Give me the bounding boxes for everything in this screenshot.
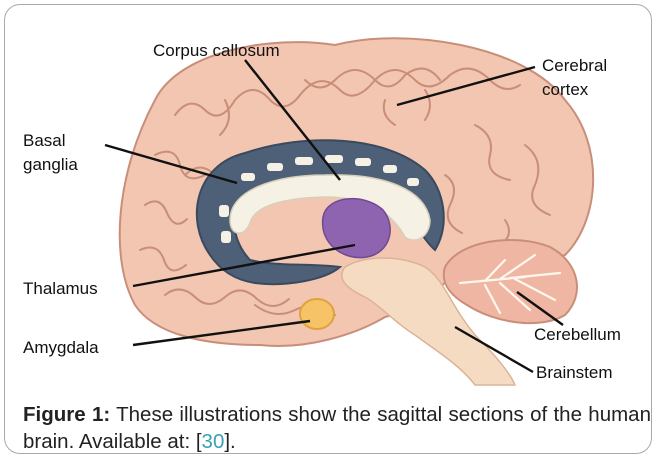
caption-reference-link[interactable]: 30: [202, 430, 225, 453]
amygdala-shape: [300, 299, 334, 329]
label-cerebral-cortex-line1: Cerebral: [542, 56, 607, 75]
label-basal-ganglia-line1: Basal: [23, 131, 66, 150]
figure-frame: Corpus callosum Cerebral cortex Basal ga…: [4, 4, 652, 454]
label-cerebellum: Cerebellum: [534, 325, 621, 344]
label-corpus-callosum: Corpus callosum: [153, 41, 280, 60]
label-cerebral-cortex-line2: cortex: [542, 80, 589, 99]
figure-caption: Figure 1: These illustrations show the s…: [23, 401, 651, 454]
label-brainstem: Brainstem: [536, 363, 613, 382]
label-amygdala: Amygdala: [23, 338, 99, 357]
caption-tail: ].: [224, 430, 235, 453]
caption-label: Figure 1:: [23, 403, 110, 426]
label-basal-ganglia-line2: ganglia: [23, 155, 78, 174]
brain-diagram: Corpus callosum Cerebral cortex Basal ga…: [5, 5, 652, 454]
caption-text: These illustrations show the sagittal se…: [23, 403, 651, 453]
label-thalamus: Thalamus: [23, 279, 98, 298]
